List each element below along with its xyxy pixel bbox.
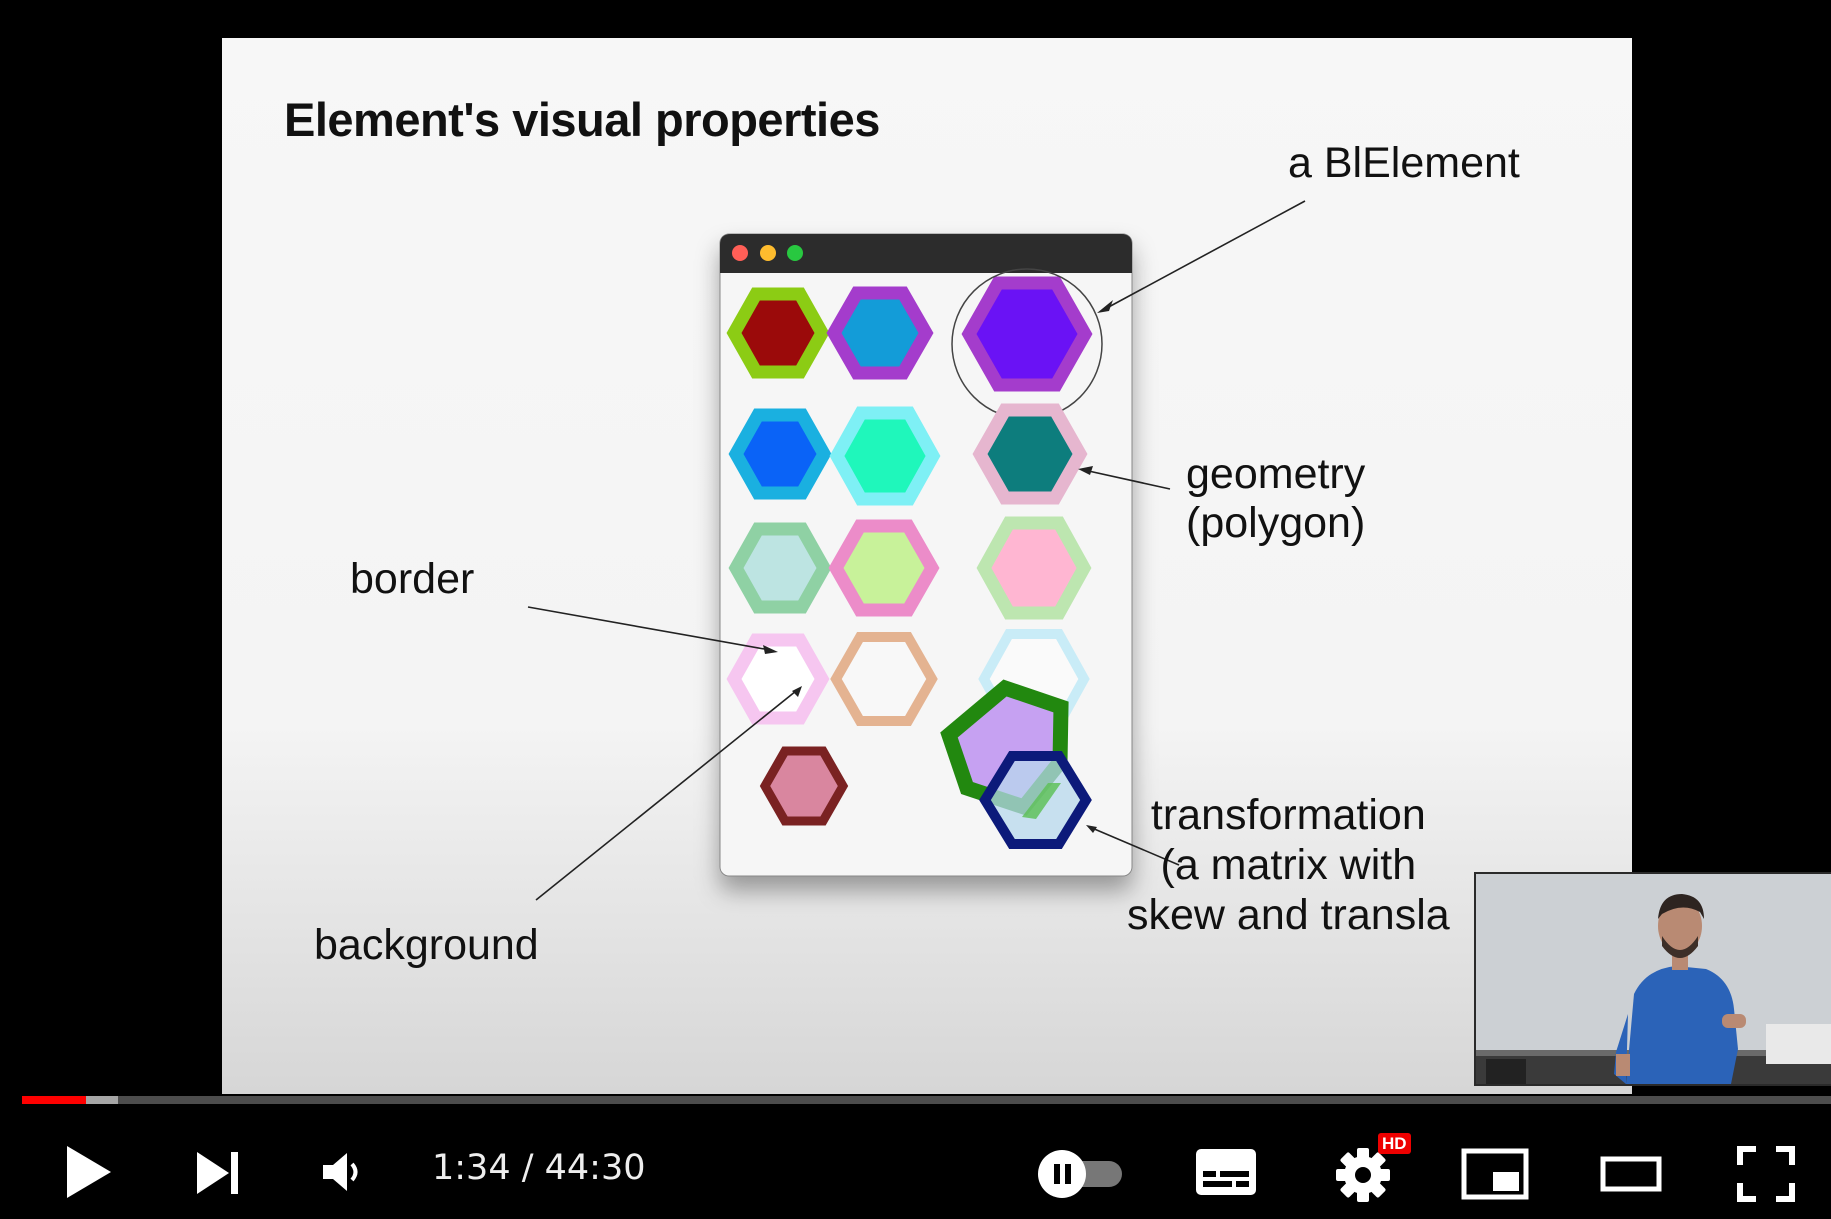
label-border: border xyxy=(350,555,475,603)
play-button[interactable] xyxy=(60,1142,116,1202)
hd-badge: HD xyxy=(1378,1133,1411,1154)
label-background: background xyxy=(314,921,539,969)
fullscreen-button[interactable] xyxy=(1734,1144,1798,1204)
window-zoom-dot xyxy=(787,245,803,261)
annotation-arrows xyxy=(527,200,1306,901)
hexagon-shape xyxy=(830,632,938,726)
hexagon-shape xyxy=(726,287,830,379)
player-controls xyxy=(0,1115,1831,1219)
autoplay-toggle-icon xyxy=(1038,1150,1122,1198)
autoplay-toggle[interactable] xyxy=(1032,1150,1126,1198)
time-display: 1:34 / 44:30 xyxy=(432,1148,646,1188)
hexagon-shape xyxy=(728,408,832,500)
volume-icon xyxy=(323,1153,358,1191)
label-blelement: a BlElement xyxy=(1288,139,1520,187)
slide-graphics xyxy=(222,38,1632,1094)
hexagon-shape xyxy=(829,406,941,506)
label-transformation: transformation (a matrix with skew and t… xyxy=(1127,791,1450,939)
label-geometry: geometry (polygon) xyxy=(1186,450,1366,547)
volume-button[interactable] xyxy=(318,1150,368,1194)
hexagon-shape xyxy=(961,276,1093,392)
hexagon-shape xyxy=(826,286,934,380)
slide-title: Element's visual properties xyxy=(284,93,880,146)
hexagon-shape xyxy=(972,403,1088,505)
speaker-video-inset xyxy=(1474,872,1831,1086)
miniplayer-button[interactable] xyxy=(1460,1146,1530,1202)
next-button[interactable] xyxy=(190,1148,246,1198)
play-icon xyxy=(67,1146,111,1198)
transformed-hexagon xyxy=(1022,783,1061,819)
settings-button[interactable] xyxy=(1332,1144,1394,1206)
subtitles-icon xyxy=(1196,1149,1256,1195)
window-minimize-dot xyxy=(760,245,776,261)
hexagon-shape xyxy=(828,519,940,617)
hexagon-shape xyxy=(728,522,832,614)
window-titlebar xyxy=(720,234,1132,273)
fullscreen-icon xyxy=(1737,1146,1795,1202)
theater-mode-button[interactable] xyxy=(1598,1152,1664,1196)
subtitles-button[interactable] xyxy=(1192,1146,1260,1198)
annotation-arrowheads xyxy=(763,300,1113,833)
hexagon-shape xyxy=(976,516,1092,620)
speaker-figure xyxy=(1476,874,1831,1084)
theater-mode-icon xyxy=(1600,1156,1662,1192)
progress-bar[interactable] xyxy=(22,1096,1831,1104)
skip-next-icon xyxy=(197,1152,238,1194)
video-frame-slide: Element's visual properties a BlElement … xyxy=(222,38,1632,1094)
hexagon-shape xyxy=(726,633,830,725)
progress-played xyxy=(22,1096,87,1104)
miniplayer-icon xyxy=(1461,1148,1529,1200)
hexagon-shape xyxy=(759,746,849,826)
window-close-dot xyxy=(732,245,748,261)
gear-icon xyxy=(1336,1148,1390,1202)
